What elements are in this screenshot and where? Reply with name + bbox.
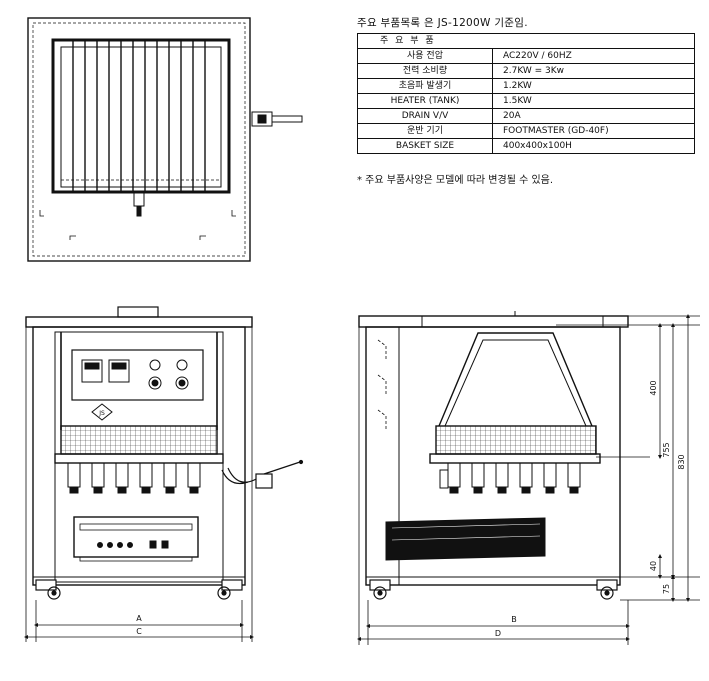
side-transducers xyxy=(439,462,581,494)
spec-key: BASKET SIZE xyxy=(357,138,493,154)
side-basket-rim xyxy=(429,453,601,464)
spec-value: 2.7KW = 3Kw xyxy=(492,63,695,79)
dim-label-400: 400 xyxy=(649,380,658,395)
front-dimensions xyxy=(24,327,254,642)
side-generator-block xyxy=(385,517,546,561)
spec-value: 400x400x100H xyxy=(492,138,695,154)
spec-key: HEATER (TANK) xyxy=(357,93,493,109)
spec-header: 주 요 부 품 xyxy=(357,33,695,49)
top-view-tank-inner xyxy=(60,46,222,188)
dim-label-755: 755 xyxy=(662,442,671,457)
spec-value: AC220V / 60HZ xyxy=(492,48,695,64)
spec-value: 1.2KW xyxy=(492,78,695,94)
temp-controller-1 xyxy=(81,359,103,383)
spec-header-row: 주 요 부 품 xyxy=(357,33,695,49)
front-basket-mesh xyxy=(60,425,218,455)
dim-label-D: D xyxy=(495,629,501,638)
dim-label-75: 75 xyxy=(662,584,671,594)
spec-note: * 주요 부품사양은 모델에 따라 변경될 수 있음. xyxy=(357,175,554,186)
spec-key: DRAIN V/V xyxy=(357,108,493,124)
dim-label-40: 40 xyxy=(649,561,658,571)
dim-label-830: 830 xyxy=(677,454,686,469)
side-horizontal-dimensions xyxy=(357,327,630,645)
dim-label-B: B xyxy=(511,615,517,624)
top-view-bottom-drain xyxy=(133,191,145,217)
ultrasonic-generator xyxy=(73,516,199,558)
side-view xyxy=(357,311,700,645)
side-basket-mesh xyxy=(435,425,597,455)
control-panel xyxy=(71,349,204,401)
front-transducers xyxy=(67,462,201,494)
front-lid xyxy=(117,306,159,318)
spec-row: HEATER (TANK)1.5KW xyxy=(357,93,695,109)
side-vertical-dimensions xyxy=(556,314,700,602)
spec-key: 사용 전압 xyxy=(357,48,493,64)
side-casters xyxy=(369,579,618,600)
panel-switch-2 xyxy=(176,359,188,371)
dim-label-C: C xyxy=(136,627,142,636)
panel-lamp-2 xyxy=(175,376,189,390)
spec-key: 초음파 발생기 xyxy=(357,78,493,94)
panel-logo-text: JS xyxy=(98,410,105,417)
spec-value: FOOTMASTER (GD-40F) xyxy=(492,123,695,139)
front-basket-rim xyxy=(54,453,224,464)
front-casters xyxy=(35,579,243,600)
front-view: JS xyxy=(24,306,304,642)
side-body xyxy=(365,326,621,586)
temp-controller-2 xyxy=(108,359,130,383)
spec-key: 운반 기기 xyxy=(357,123,493,139)
front-top-rim xyxy=(25,316,253,328)
top-view-tank-outer xyxy=(51,38,231,194)
front-body xyxy=(32,326,246,586)
panel-logo-shape xyxy=(91,403,113,421)
spec-title: 주요 부품목록 은 JS-1200W 기준임. xyxy=(357,17,528,29)
panel-lamp-1 xyxy=(148,376,162,390)
spec-key: 전력 소비량 xyxy=(357,63,493,79)
spec-value: 1.5KW xyxy=(492,93,695,109)
top-view-outer-frame xyxy=(27,17,251,262)
front-drain-valve xyxy=(221,459,304,489)
spec-value: 20A xyxy=(492,108,695,124)
panel-switch-1 xyxy=(149,359,161,371)
top-view-side-drain xyxy=(251,111,303,127)
top-view xyxy=(27,17,303,262)
top-view-inner-dashed xyxy=(32,22,246,257)
dim-label-A: A xyxy=(136,614,142,623)
top-view-basket-bars xyxy=(72,39,206,193)
side-lift-frame xyxy=(438,332,593,427)
